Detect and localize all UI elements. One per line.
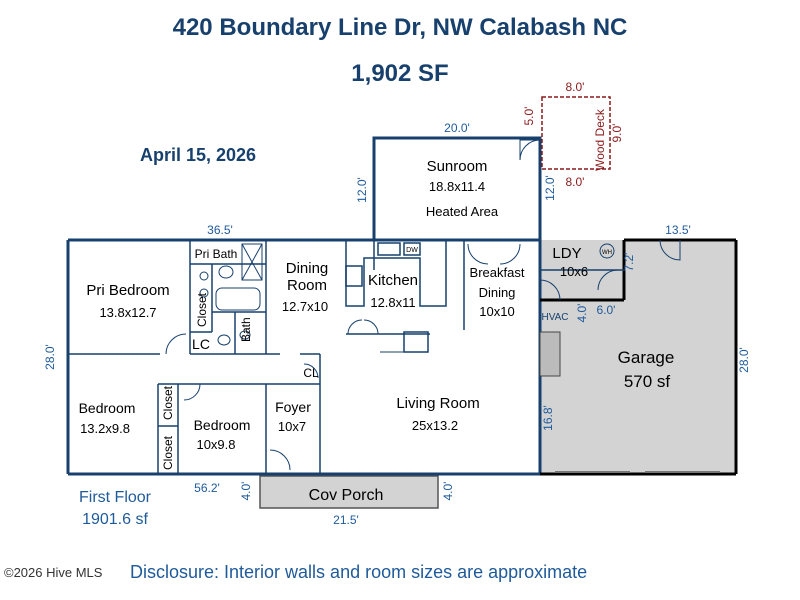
dim-porch-bottom: 21.5' bbox=[333, 513, 359, 527]
dim-sunroom-right: 12.0' bbox=[543, 175, 557, 201]
sunroom-label: Sunroom bbox=[427, 158, 488, 175]
garage-walls bbox=[540, 238, 738, 476]
dim-ldy-right: 7.2' bbox=[622, 253, 636, 272]
disclosure-text: Disclosure: Interior walls and room size… bbox=[130, 562, 588, 582]
dim-garage-right: 28.0' bbox=[737, 347, 751, 373]
pri-bedroom-size: 13.8x12.7 bbox=[99, 305, 156, 320]
doors bbox=[165, 139, 681, 471]
bedroom1-closet-label: Closet bbox=[161, 385, 175, 420]
breakfast-size: 10x10 bbox=[479, 304, 514, 319]
laundry-label: LDY bbox=[552, 245, 581, 262]
floor-area: 1901.6 sf bbox=[82, 511, 148, 528]
kitchen-size: 12.8x11 bbox=[370, 295, 415, 310]
dim-deck-top: 8.0' bbox=[566, 80, 585, 94]
dim-garage-top: 13.5' bbox=[665, 223, 691, 237]
dim-house-top: 36.5' bbox=[207, 223, 233, 237]
interior-walls bbox=[68, 240, 624, 474]
kitchen-counters bbox=[345, 240, 447, 353]
copyright-watermark: ©2026 Hive MLS bbox=[4, 565, 103, 580]
pri-bedroom-label: Pri Bedroom bbox=[86, 282, 169, 299]
property-square-footage: 1,902 SF bbox=[351, 60, 449, 87]
property-address: 420 Boundary Line Dr, NW Calabash NC bbox=[172, 14, 628, 41]
water-heater-label: WH bbox=[602, 250, 612, 256]
lc-label: LC bbox=[192, 336, 210, 352]
garage-label: Garage bbox=[618, 348, 675, 367]
dim-deck-left: 5.0' bbox=[522, 107, 536, 126]
covered-porch-label: Cov Porch bbox=[309, 487, 384, 504]
plan-date: April 15, 2026 bbox=[140, 145, 257, 165]
water-heater-icon bbox=[599, 243, 615, 259]
floor-name: First Floor bbox=[79, 489, 151, 506]
bedroom1-label: Bedroom bbox=[79, 400, 136, 416]
dim-porch-left: 4.0' bbox=[239, 482, 253, 501]
foyer-size: 10x7 bbox=[278, 419, 306, 434]
hvac-label: HVAC bbox=[541, 312, 568, 323]
dim-sunroom-top: 20.0' bbox=[444, 121, 470, 135]
dim-house-left: 28.0' bbox=[43, 344, 57, 370]
dishwasher-label: DW bbox=[406, 247, 418, 254]
wood-deck-label: Wood Deck bbox=[593, 108, 607, 171]
sunroom-heated-area: Heated Area bbox=[426, 204, 499, 219]
laundry-size: 10x6 bbox=[560, 264, 588, 279]
dim-garage-left: 16.8' bbox=[541, 405, 555, 431]
bedroom2-size: 10x9.8 bbox=[196, 437, 235, 452]
garage-size: 570 sf bbox=[624, 372, 671, 391]
living-room-label: Living Room bbox=[396, 395, 479, 412]
bedroom2-label: Bedroom bbox=[194, 417, 251, 433]
sunroom-size: 18.8x11.4 bbox=[429, 179, 485, 194]
dim-ldy-bottom-horizontal: 6.0' bbox=[597, 303, 616, 317]
porch-area bbox=[259, 475, 439, 509]
breakfast-label-line1: Breakfast bbox=[470, 265, 525, 280]
dim-ldy-bottom-vertical: 4.0' bbox=[575, 304, 589, 323]
dim-porch-right: 4.0' bbox=[441, 482, 455, 501]
wood-deck-outline bbox=[541, 96, 611, 170]
dining-room-label-line1: Dining bbox=[286, 260, 329, 277]
bath-label: Bath bbox=[239, 317, 253, 342]
pri-closet-label: Closet bbox=[195, 292, 209, 327]
dim-house-bottom: 56.2' bbox=[194, 481, 220, 495]
living-room-size: 25x13.2 bbox=[412, 418, 458, 433]
pri-bath-label: Pri Bath bbox=[195, 247, 238, 261]
breakfast-label-line2: Dining bbox=[479, 285, 516, 300]
fireplace bbox=[539, 331, 561, 377]
dining-room-label-line2: Room bbox=[287, 277, 327, 294]
dining-room-size: 12.7x10 bbox=[282, 299, 328, 314]
dim-sunroom-left: 12.0' bbox=[355, 177, 369, 203]
dim-deck-bottom: 8.0' bbox=[566, 175, 585, 189]
bedroom1-size: 13.2x9.8 bbox=[80, 421, 130, 436]
foyer-label: Foyer bbox=[275, 399, 311, 415]
kitchen-label: Kitchen bbox=[368, 272, 418, 289]
bedroom2-closet-label: Closet bbox=[161, 435, 175, 470]
garage-area bbox=[540, 240, 736, 474]
closet-cl-label: CL bbox=[303, 366, 319, 380]
bath-fixtures bbox=[199, 243, 263, 346]
dim-deck-right: 9.0' bbox=[610, 124, 624, 143]
